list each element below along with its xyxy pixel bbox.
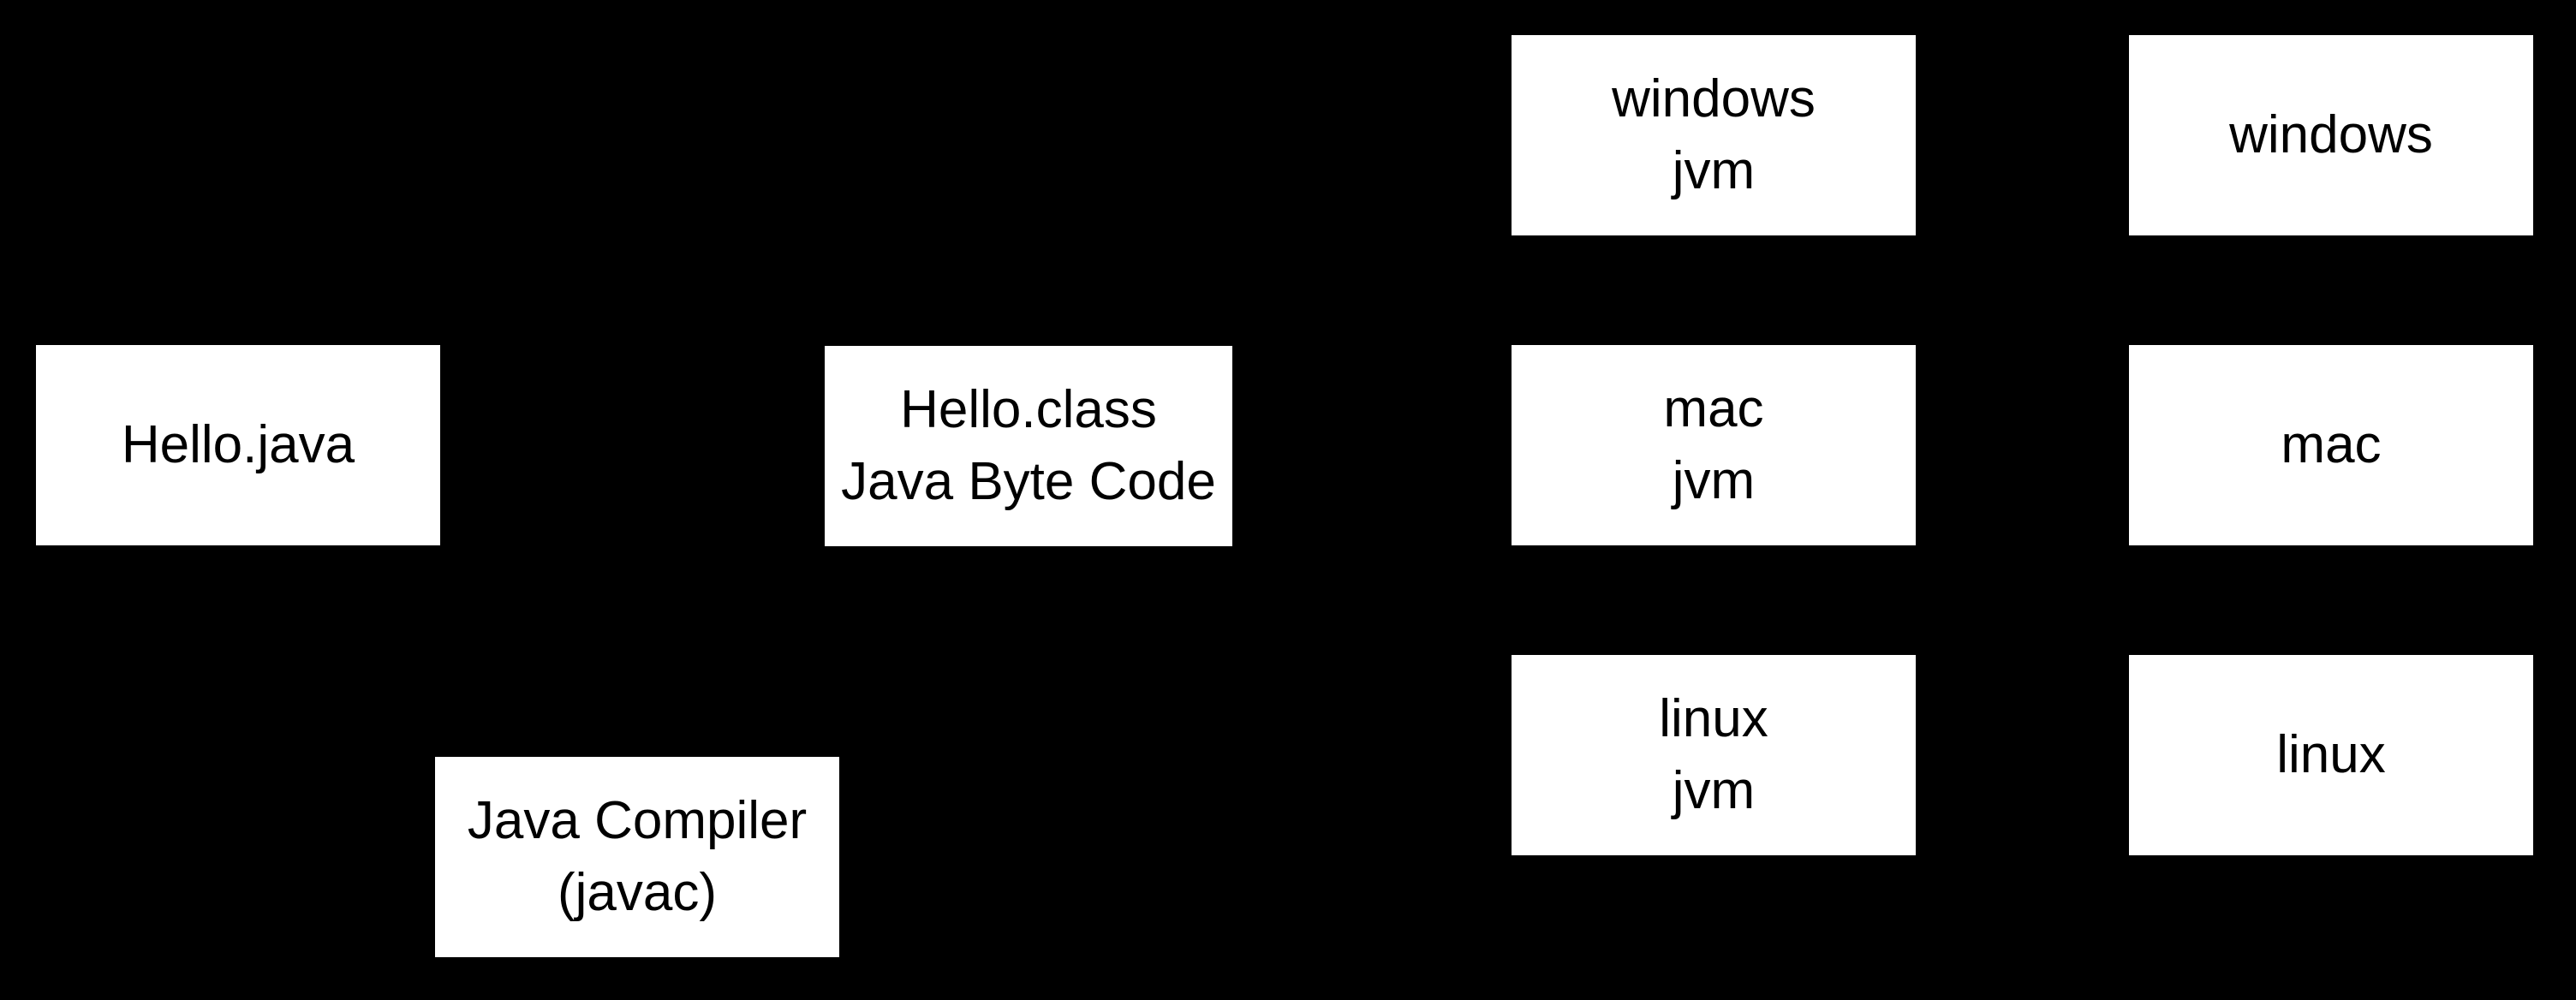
node-label: linux bbox=[1659, 689, 1768, 748]
node-windows-jvm: windows jvm bbox=[1512, 35, 1916, 235]
node-label: Java Byte Code bbox=[841, 452, 1216, 511]
node-label: jvm bbox=[1672, 141, 1756, 200]
node-linux-jvm: linux jvm bbox=[1512, 655, 1916, 855]
node-label: linux bbox=[2276, 725, 2386, 784]
node-label: (javac) bbox=[557, 863, 718, 922]
node-hello-java: Hello.java bbox=[36, 345, 440, 545]
node-windows-os: windows bbox=[2129, 35, 2533, 235]
node-label: windows bbox=[1612, 69, 1816, 128]
node-label: mac bbox=[1663, 379, 1764, 438]
node-label: Hello.java bbox=[121, 415, 355, 474]
node-mac-jvm: mac jvm bbox=[1512, 345, 1916, 545]
node-label: jvm bbox=[1672, 451, 1756, 510]
node-label: jvm bbox=[1672, 761, 1756, 820]
node-label: mac bbox=[2281, 415, 2382, 474]
node-java-compiler: Java Compiler (javac) bbox=[435, 757, 839, 957]
node-label: windows bbox=[2229, 105, 2433, 164]
node-mac-os: mac bbox=[2129, 345, 2533, 545]
node-linux-os: linux bbox=[2129, 655, 2533, 855]
node-hello-class-java-byte-code: Hello.class Java Byte Code bbox=[825, 346, 1232, 546]
node-label: Java Compiler bbox=[467, 791, 808, 850]
node-label: Hello.class bbox=[900, 380, 1157, 439]
